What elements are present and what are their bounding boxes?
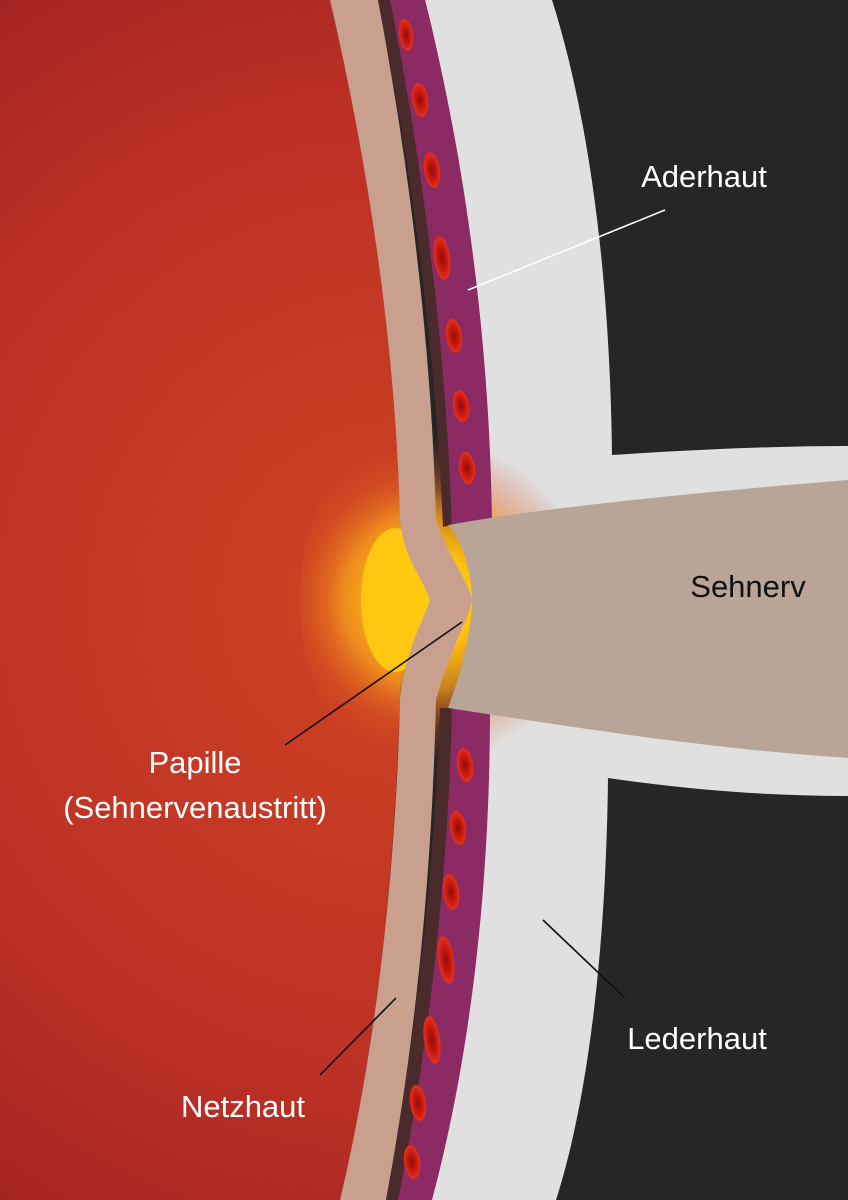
blood-vessel bbox=[433, 236, 451, 280]
blood-vessel bbox=[423, 1016, 441, 1064]
blood-vessel bbox=[403, 1145, 421, 1179]
pigment-layer-upper bbox=[378, 0, 452, 527]
blood-vessel bbox=[445, 319, 463, 353]
blood-vessel bbox=[452, 390, 470, 422]
optic-nerve bbox=[448, 480, 848, 758]
pigment-layer-lower bbox=[386, 708, 452, 1200]
eye-interior bbox=[0, 0, 430, 1200]
leader-lines bbox=[284, 209, 666, 1076]
papilla-bright-core bbox=[361, 528, 429, 672]
leader-line-sclera bbox=[542, 919, 626, 999]
leader-line-retina bbox=[319, 997, 397, 1076]
label-papilla: Papille bbox=[148, 745, 241, 780]
label-retina: Netzhaut bbox=[181, 1089, 305, 1124]
blood-vessel bbox=[423, 152, 441, 188]
leader-line-papilla bbox=[284, 621, 463, 746]
blood-vessel bbox=[442, 874, 460, 910]
retina-layer bbox=[330, 0, 472, 1200]
blood-vessel bbox=[458, 452, 476, 484]
label-optic-nerve: Sehnerv bbox=[690, 569, 806, 604]
blood-vessel bbox=[409, 1085, 427, 1121]
label-sclera: Lederhaut bbox=[627, 1021, 767, 1056]
leader-line-choroid bbox=[467, 209, 666, 291]
label-choroid: Aderhaut bbox=[641, 159, 767, 194]
blood-vessel bbox=[437, 936, 455, 984]
blood-vessel bbox=[398, 19, 414, 51]
label-papilla-subtitle: (Sehnervenaustritt) bbox=[63, 790, 327, 825]
blood-vessel bbox=[411, 83, 429, 117]
blood-vessel bbox=[449, 811, 467, 845]
choroid-blood-vessels bbox=[398, 19, 476, 1179]
blood-vessel bbox=[456, 748, 474, 782]
